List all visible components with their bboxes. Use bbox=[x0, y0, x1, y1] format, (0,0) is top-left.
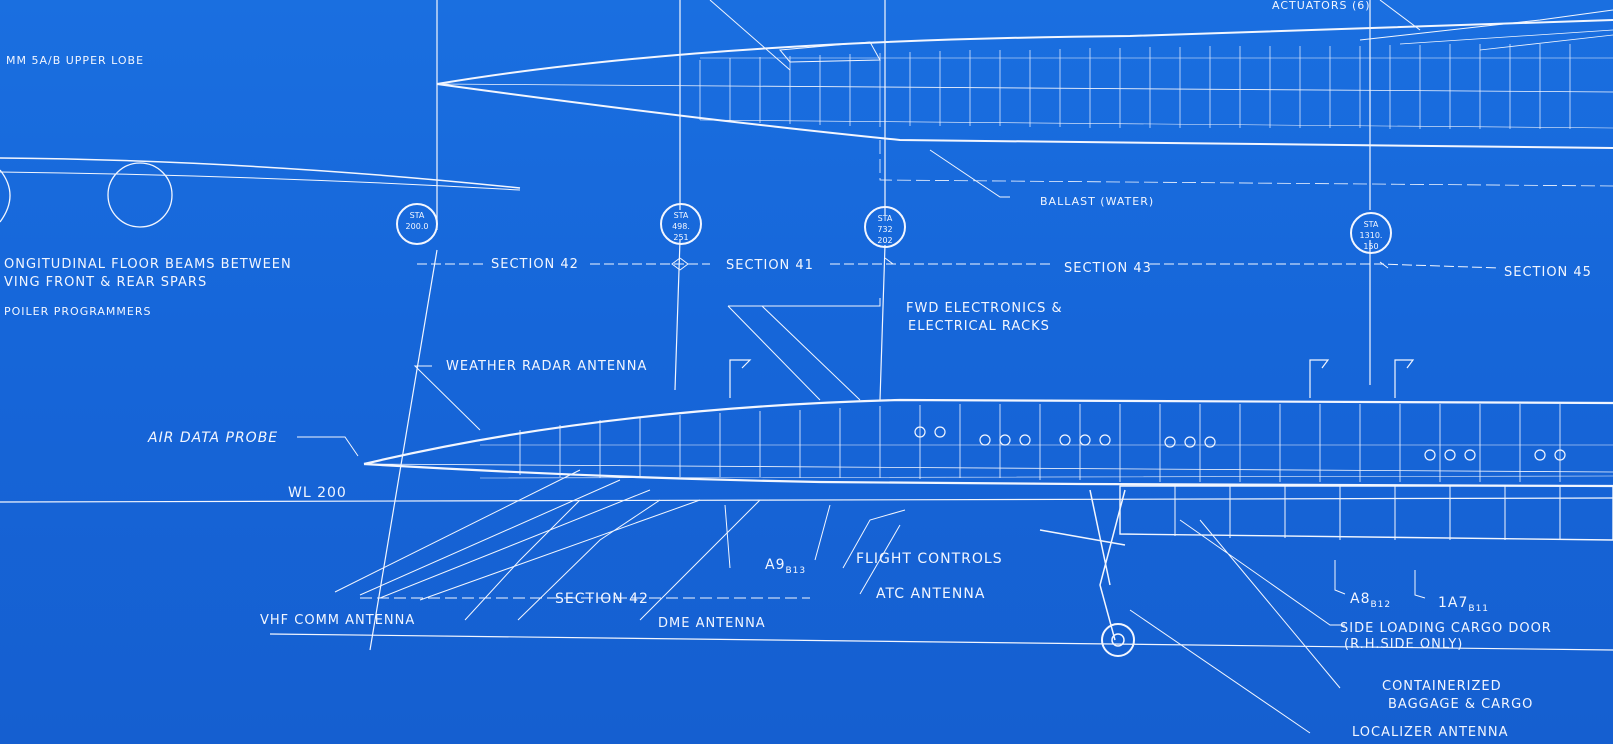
cargo-door-label-line2: (R.H.SIDE ONLY) bbox=[1344, 637, 1464, 652]
vhf-comm-antenna-label: VHF COMM ANTENNA bbox=[260, 613, 416, 628]
a9-label: A9B13 bbox=[765, 557, 807, 576]
upper-fuselage-outline bbox=[436, 19, 1613, 85]
floor-beams-label-line1: ONGITUDINAL FLOOR BEAMS BETWEEN bbox=[4, 257, 292, 272]
dme-antenna-label: DME ANTENNA bbox=[658, 616, 766, 631]
baggage-label-line1: CONTAINERIZED bbox=[1382, 679, 1502, 694]
a8-label: A8B12 bbox=[1350, 591, 1392, 610]
actuators-label: ACTUATORS (6) bbox=[1272, 0, 1371, 12]
cargo-door-label-line1: SIDE LOADING CARGO DOOR bbox=[1340, 621, 1552, 636]
atc-antenna-label: ATC ANTENNA bbox=[876, 586, 986, 602]
upper-lobe-label: MM 5A/B UPPER LOBE bbox=[6, 54, 145, 67]
wl-200-line bbox=[0, 497, 1613, 503]
section-43-label: SECTION 43 bbox=[1064, 261, 1152, 276]
flight-controls-label: FLIGHT CONTROLS bbox=[856, 551, 1003, 567]
air-data-probe-label: AIR DATA PROBE bbox=[148, 430, 279, 446]
ballast-label: BALLAST (WATER) bbox=[1040, 195, 1155, 208]
fwd-electronics-label-line2: ELECTRICAL RACKS bbox=[908, 319, 1050, 334]
localizer-antenna-label: LOCALIZER ANTENNA bbox=[1352, 725, 1509, 740]
spoiler-programmers-label: POILER PROGRAMMERS bbox=[4, 305, 152, 318]
fwd-electronics-label-line1: FWD ELECTRONICS & bbox=[906, 301, 1063, 316]
main-fuselage-outline bbox=[363, 398, 1613, 466]
weather-radar-antenna-label: WEATHER RADAR ANTENNA bbox=[446, 359, 648, 374]
section-41-label: SECTION 41 bbox=[726, 258, 814, 273]
section-42-bottom-label: SECTION 42 bbox=[555, 591, 649, 607]
baggage-label-line2: BAGGAGE & CARGO bbox=[1388, 697, 1534, 712]
a7-label: 1A7B11 bbox=[1438, 595, 1490, 614]
section-45-label: SECTION 45 bbox=[1504, 265, 1592, 280]
section-42-top-label: SECTION 42 bbox=[491, 257, 579, 272]
wl-200-label: WL 200 bbox=[288, 485, 347, 501]
floor-beams-label-line2: VING FRONT & REAR SPARS bbox=[4, 275, 208, 290]
